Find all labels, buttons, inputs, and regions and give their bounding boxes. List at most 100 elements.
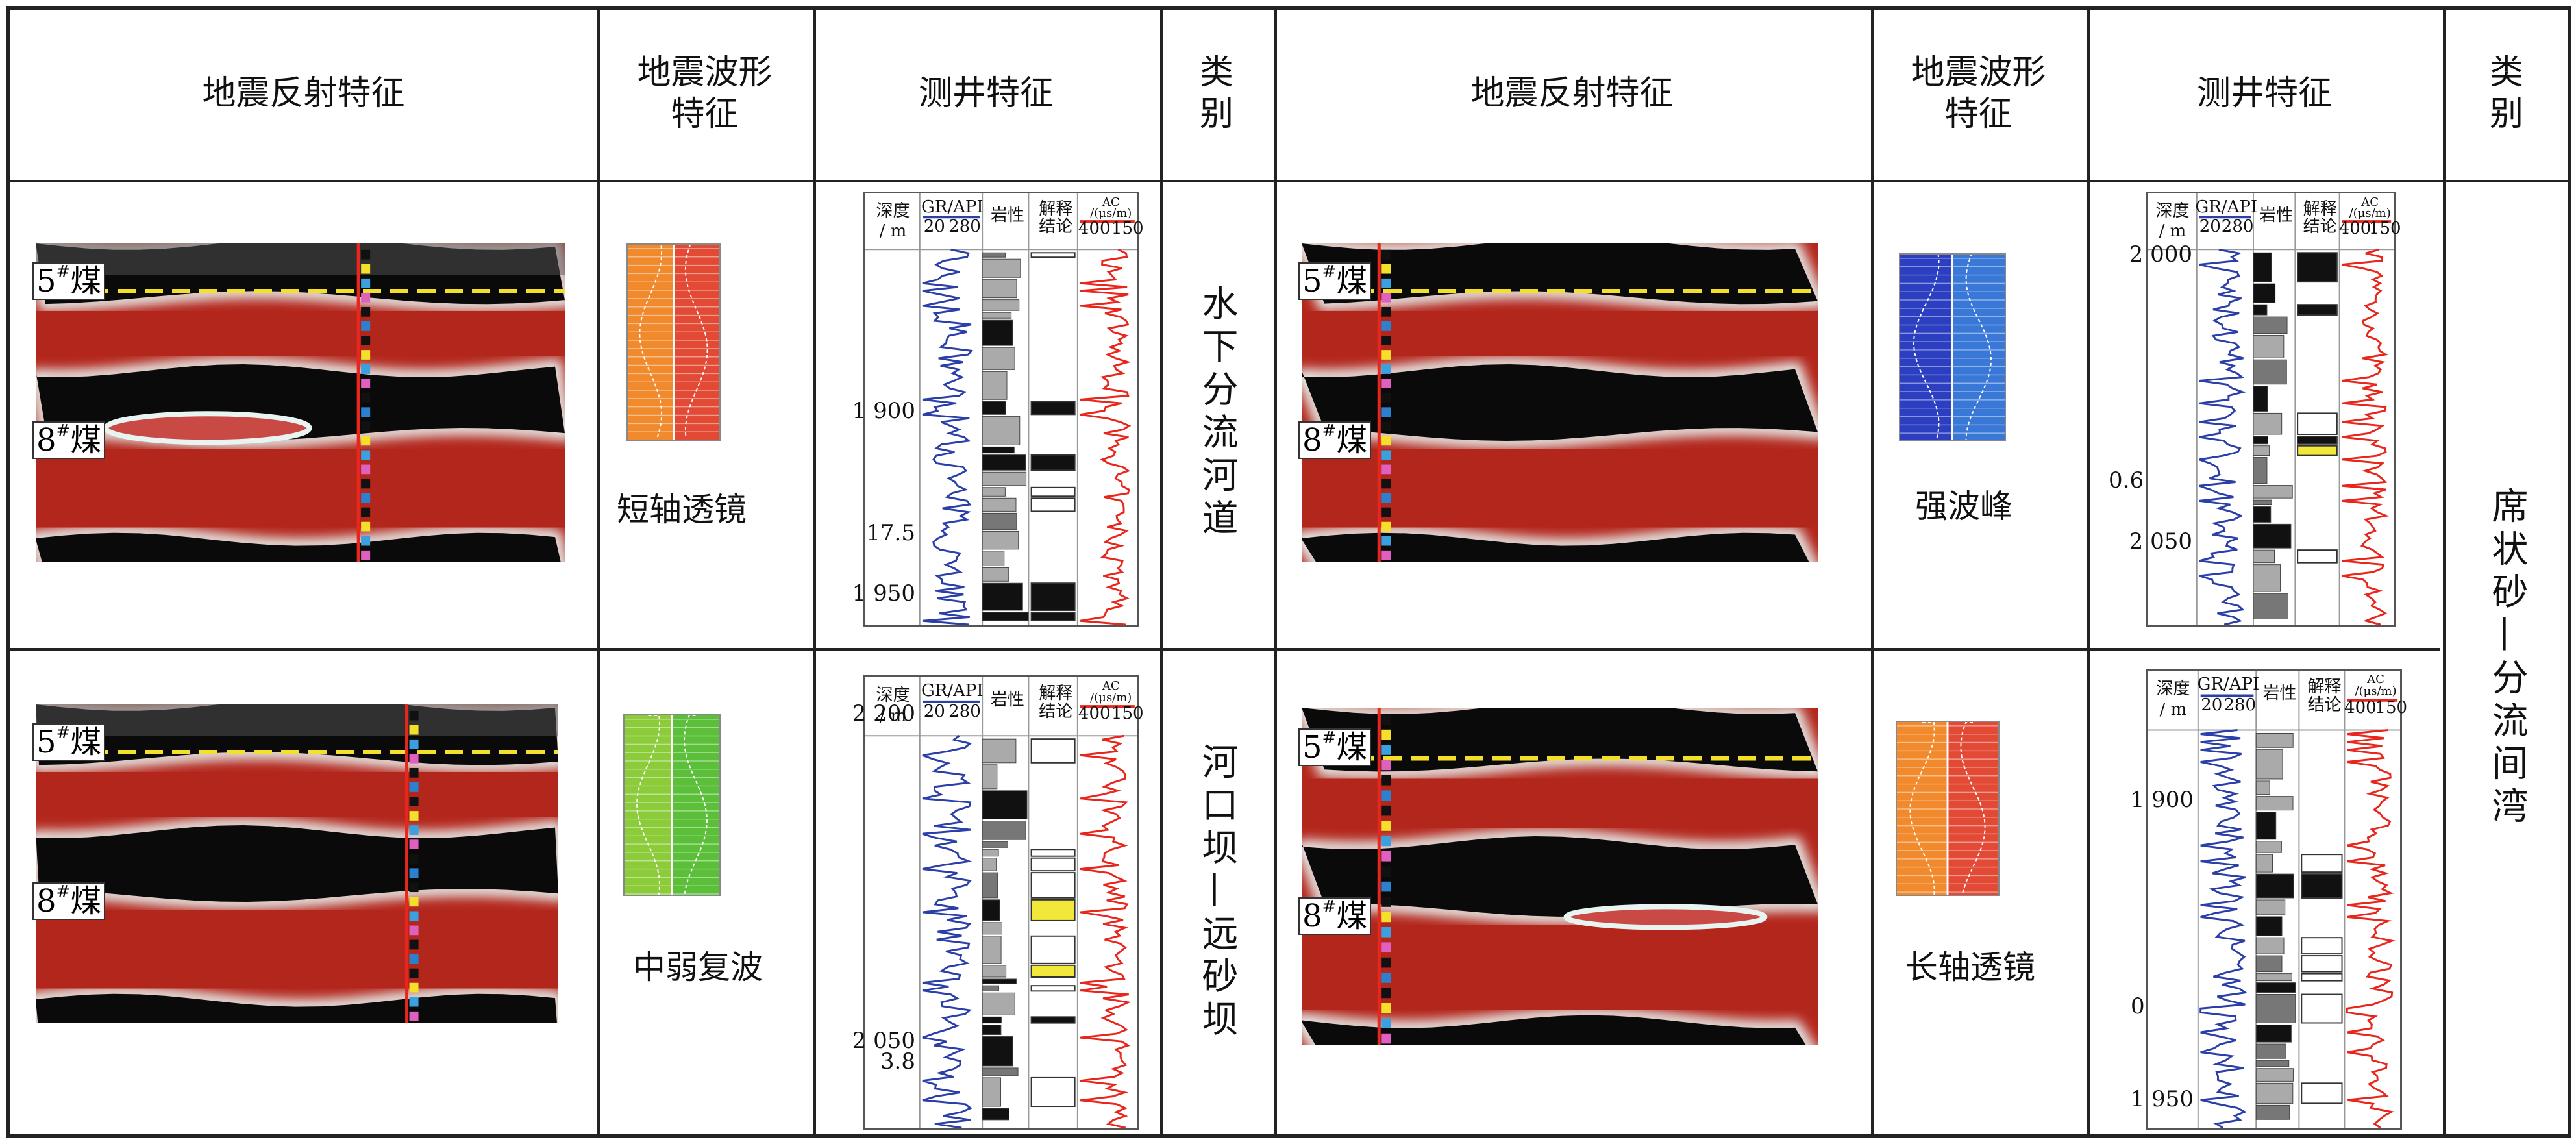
waveform-label: 长轴透镜 (1905, 949, 2035, 986)
well-header-interp-l1: 解释 (1039, 199, 1073, 219)
header-text: 特征 (1944, 94, 2012, 134)
depth-label: 2 200 (852, 701, 915, 727)
seam-coal: 煤 (1336, 263, 1368, 299)
seam-superscript: # (56, 882, 71, 902)
well-header-ac-min: 400 (2338, 219, 2372, 239)
depth-label: 1 900 (852, 398, 915, 424)
header-text: 类 (2489, 53, 2523, 92)
seismic-section (36, 704, 558, 1023)
category-label: 水下分流河道 (1196, 284, 1238, 541)
table (6, 6, 2571, 1138)
seam-coal: 煤 (70, 263, 102, 299)
well-header-gr-max: 280 (2223, 695, 2257, 715)
well-header-lith: 岩性 (2262, 684, 2297, 704)
depth-label: 3.8 (880, 1048, 915, 1075)
well-header-lith: 岩性 (2259, 206, 2294, 226)
coal-seam-label: 5#煤 (32, 723, 106, 761)
well-header-lith: 岩性 (990, 206, 1024, 226)
seam-number: 8 (36, 883, 56, 919)
header-text: 地震波形 (637, 53, 773, 92)
seismic-section (1302, 708, 1818, 1045)
well-header-ac-min: 400 (1078, 704, 1111, 723)
seam-superscript: # (1322, 897, 1337, 917)
divider (1871, 10, 1874, 1134)
seam-superscript: # (1322, 728, 1337, 748)
coal-seam-label: 5#煤 (32, 262, 106, 300)
well-header-gr: GR/API (921, 197, 984, 217)
waveform-label: 强波峰 (1915, 488, 2012, 525)
well-header-depth: 深度 (876, 686, 910, 705)
well-header-interp-l2: 结论 (1039, 701, 1073, 721)
seam-coal: 煤 (1336, 729, 1368, 765)
waveform-thumbnail (623, 714, 721, 896)
well-header-depth-unit: / m (2159, 700, 2187, 720)
well-header-gr: GR/API (2197, 675, 2260, 695)
well-header-ac-unit: /(μs/m) (2349, 206, 2391, 220)
header-category: 类别 (1159, 10, 1274, 177)
divider (2087, 10, 2090, 1134)
header-text: 别 (1199, 94, 1233, 134)
seam-number: 5 (36, 724, 56, 760)
coal-seam-label: 8#煤 (1298, 421, 1372, 459)
seam-number: 8 (1302, 898, 1322, 934)
well-header-interp-l2: 结论 (2307, 695, 2342, 715)
well-header-interp-l1: 解释 (2303, 199, 2337, 219)
depth-label: 17.5 (866, 519, 915, 546)
waveform-thumbnail (1896, 721, 2000, 896)
category-label: 河口坝—远砂坝 (1196, 742, 1238, 1043)
well-header-depth-unit: / m (879, 706, 907, 726)
well-header-gr: GR/API (921, 681, 984, 701)
well-header-gr-max: 280 (2221, 216, 2254, 236)
depth-label: 2 000 (2129, 241, 2192, 267)
waveform-thumbnail (1899, 253, 2006, 441)
seam-coal: 煤 (1336, 422, 1368, 458)
header-category: 类别 (2442, 10, 2571, 177)
seismic-section (1302, 243, 1818, 562)
category-label: 席状砂—分流间湾 (2486, 487, 2528, 830)
side-value-label: 0 (2131, 993, 2145, 1019)
divider (2443, 10, 2446, 1134)
depth-label: 1 950 (852, 580, 915, 607)
header-text: 测井特征 (2196, 73, 2332, 113)
depth-label: 2 050 (2129, 528, 2192, 554)
divider (813, 10, 816, 1134)
seam-coal: 煤 (1336, 898, 1368, 934)
well-header-gr-min: 20 (2201, 695, 2223, 715)
divider (10, 648, 2440, 651)
seismic-section (36, 243, 565, 562)
coal-seam-label: 5#煤 (1298, 728, 1372, 766)
side-value-label: 0.6 (2109, 467, 2144, 493)
coal-seam-label: 8#煤 (32, 421, 106, 459)
seam-number: 5 (1302, 263, 1322, 299)
depth-label: 2 050 (852, 1028, 915, 1054)
well-header-ac-max: 150 (1111, 219, 1144, 239)
waveform-label: 短轴透镜 (617, 491, 747, 528)
well-header-ac-max: 150 (1111, 704, 1144, 723)
divider (1160, 10, 1163, 1134)
coal-seam-label: 5#煤 (1298, 262, 1372, 300)
header-text: 特征 (671, 94, 739, 134)
well-header-gr: GR/API (2195, 197, 2258, 217)
header-well-log: 测井特征 (2087, 10, 2442, 177)
header-seismic-reflection: 地震反射特征 (10, 10, 597, 177)
well-header-interp-l2: 结论 (2303, 216, 2337, 236)
seam-superscript: # (56, 262, 71, 282)
seam-superscript: # (1322, 421, 1337, 441)
header-waveform: 地震波形特征 (1870, 10, 2087, 177)
depth-label: 1 900 (2130, 786, 2194, 813)
seam-number: 5 (1302, 729, 1322, 765)
divider (10, 180, 2568, 182)
seam-superscript: # (56, 723, 71, 743)
well-header-gr-max: 280 (948, 701, 981, 721)
header-seismic-reflection: 地震反射特征 (1274, 10, 1870, 177)
header-text: 地震反射特征 (1470, 73, 1674, 113)
well-header-ac-min: 400 (2344, 697, 2377, 717)
well-header-interp-l1: 解释 (2307, 677, 2342, 697)
well-header-interp-l1: 解释 (1039, 683, 1073, 703)
well-header-gr-min: 20 (2199, 216, 2221, 236)
header-well-log: 测井特征 (813, 10, 1159, 177)
well-header-ac-unit: /(μs/m) (2355, 684, 2397, 698)
